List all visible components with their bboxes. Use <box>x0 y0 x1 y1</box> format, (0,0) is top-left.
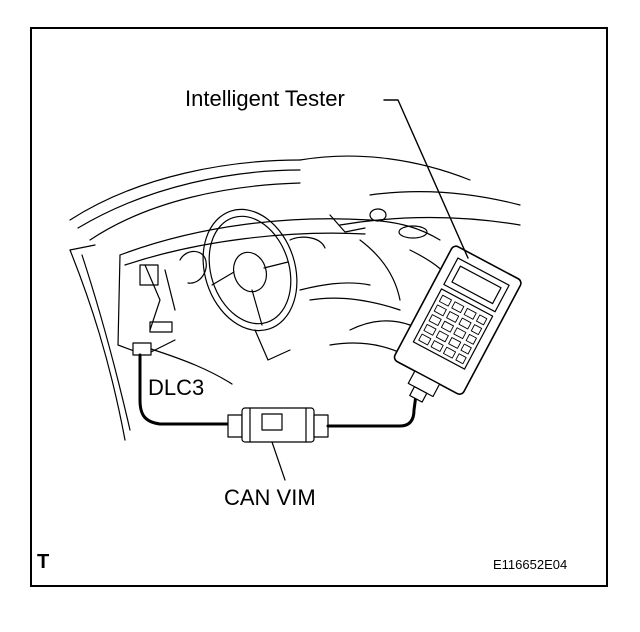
windshield-frame <box>69 155 521 241</box>
cable-tester <box>326 378 420 428</box>
door-panel <box>69 244 131 441</box>
corner-mark: T <box>37 551 50 573</box>
dashboard <box>117 208 456 356</box>
tester-leader <box>383 99 469 259</box>
tester-device <box>393 245 522 403</box>
label-dlc3: DLC3 <box>148 375 205 400</box>
dlc3-connector <box>132 342 233 385</box>
steering-wheel <box>202 208 298 361</box>
label-intelligent-tester: Intelligent Tester <box>185 86 345 111</box>
figure-code: E116652E04 <box>493 557 568 572</box>
figure-frame <box>30 27 608 587</box>
can-vim-module <box>227 407 329 481</box>
cable-dlc3 <box>138 353 230 426</box>
label-can-vim: CAN VIM <box>224 485 316 510</box>
